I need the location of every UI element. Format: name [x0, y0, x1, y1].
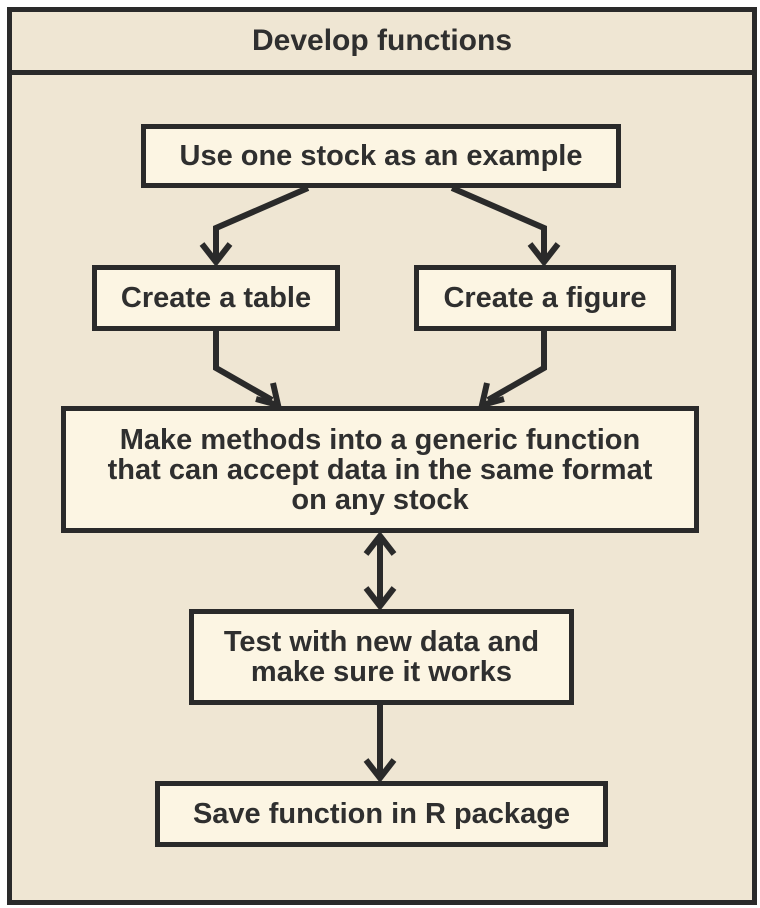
- arrowhead-table-to-generic: [255, 382, 283, 410]
- arrowhead-example-to-figure: [527, 242, 561, 267]
- arrowhead-up-generic: [363, 531, 397, 556]
- node-test-new-data: Test with new data and make sure it work…: [189, 609, 574, 705]
- node-generic-function: Make methods into a generic function tha…: [61, 406, 699, 533]
- node-save-r-package: Save function in R package: [155, 781, 608, 847]
- arrow-table-to-generic: [213, 330, 274, 403]
- arrowhead-example-to-table: [199, 242, 233, 267]
- arrowhead-down-test: [363, 586, 397, 611]
- arrowhead-figure-to-generic: [477, 382, 505, 410]
- arrow-example-to-table: [213, 185, 310, 258]
- arrowhead-down-save: [363, 758, 397, 783]
- arrow-example-to-figure: [450, 185, 547, 258]
- node-create-figure: Create a figure: [414, 265, 676, 331]
- arrow-figure-to-generic: [486, 330, 547, 403]
- node-use-one-stock: Use one stock as an example: [141, 124, 621, 188]
- node-create-table: Create a table: [92, 265, 340, 331]
- panel-title: Develop functions: [12, 12, 752, 75]
